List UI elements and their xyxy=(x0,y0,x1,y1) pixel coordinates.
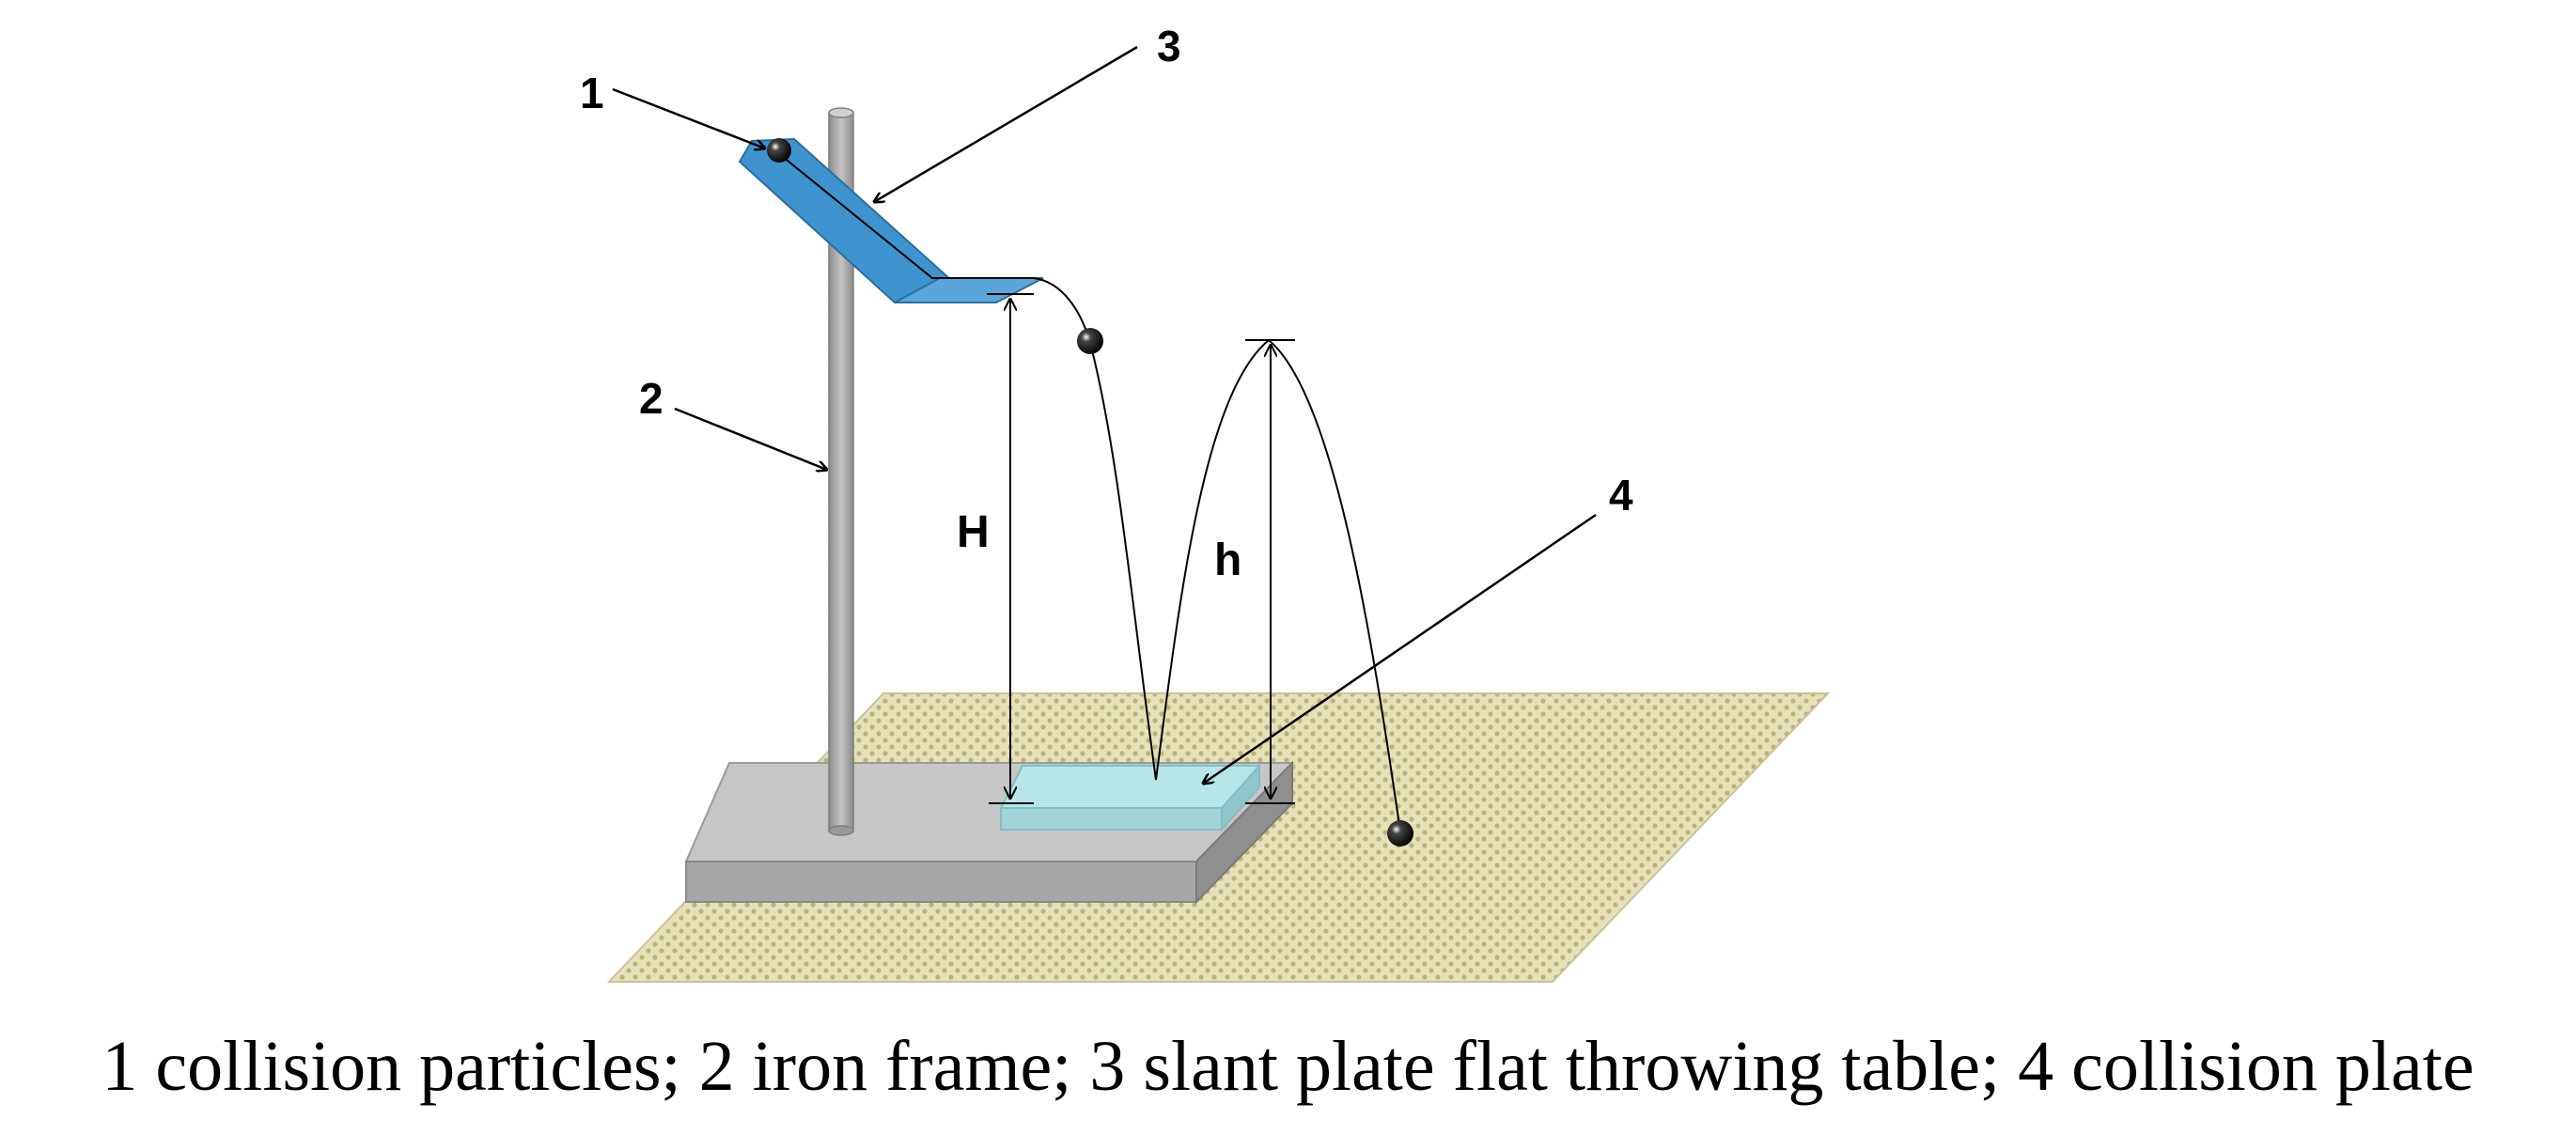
leader-2 xyxy=(674,407,827,470)
callout-1: 1 xyxy=(580,69,604,117)
leader-4 xyxy=(1203,513,1597,784)
particle-landed xyxy=(1387,820,1413,847)
particle-start xyxy=(767,138,791,163)
figure-caption: 1 collision particles; 2 iron frame; 3 s… xyxy=(101,1027,2475,1106)
callout-2: 2 xyxy=(639,374,664,423)
callout-3: 3 xyxy=(1157,22,1181,70)
dimension-h: h xyxy=(1214,339,1295,804)
leader-1 xyxy=(612,87,765,148)
dimension-H: H xyxy=(957,293,1034,804)
leader-3 xyxy=(874,45,1138,202)
label-h: h xyxy=(1214,536,1241,585)
callout-4: 4 xyxy=(1609,471,1633,520)
label-H: H xyxy=(957,507,990,557)
collision-plate xyxy=(999,763,1262,832)
particle-in-flight xyxy=(1077,328,1103,354)
